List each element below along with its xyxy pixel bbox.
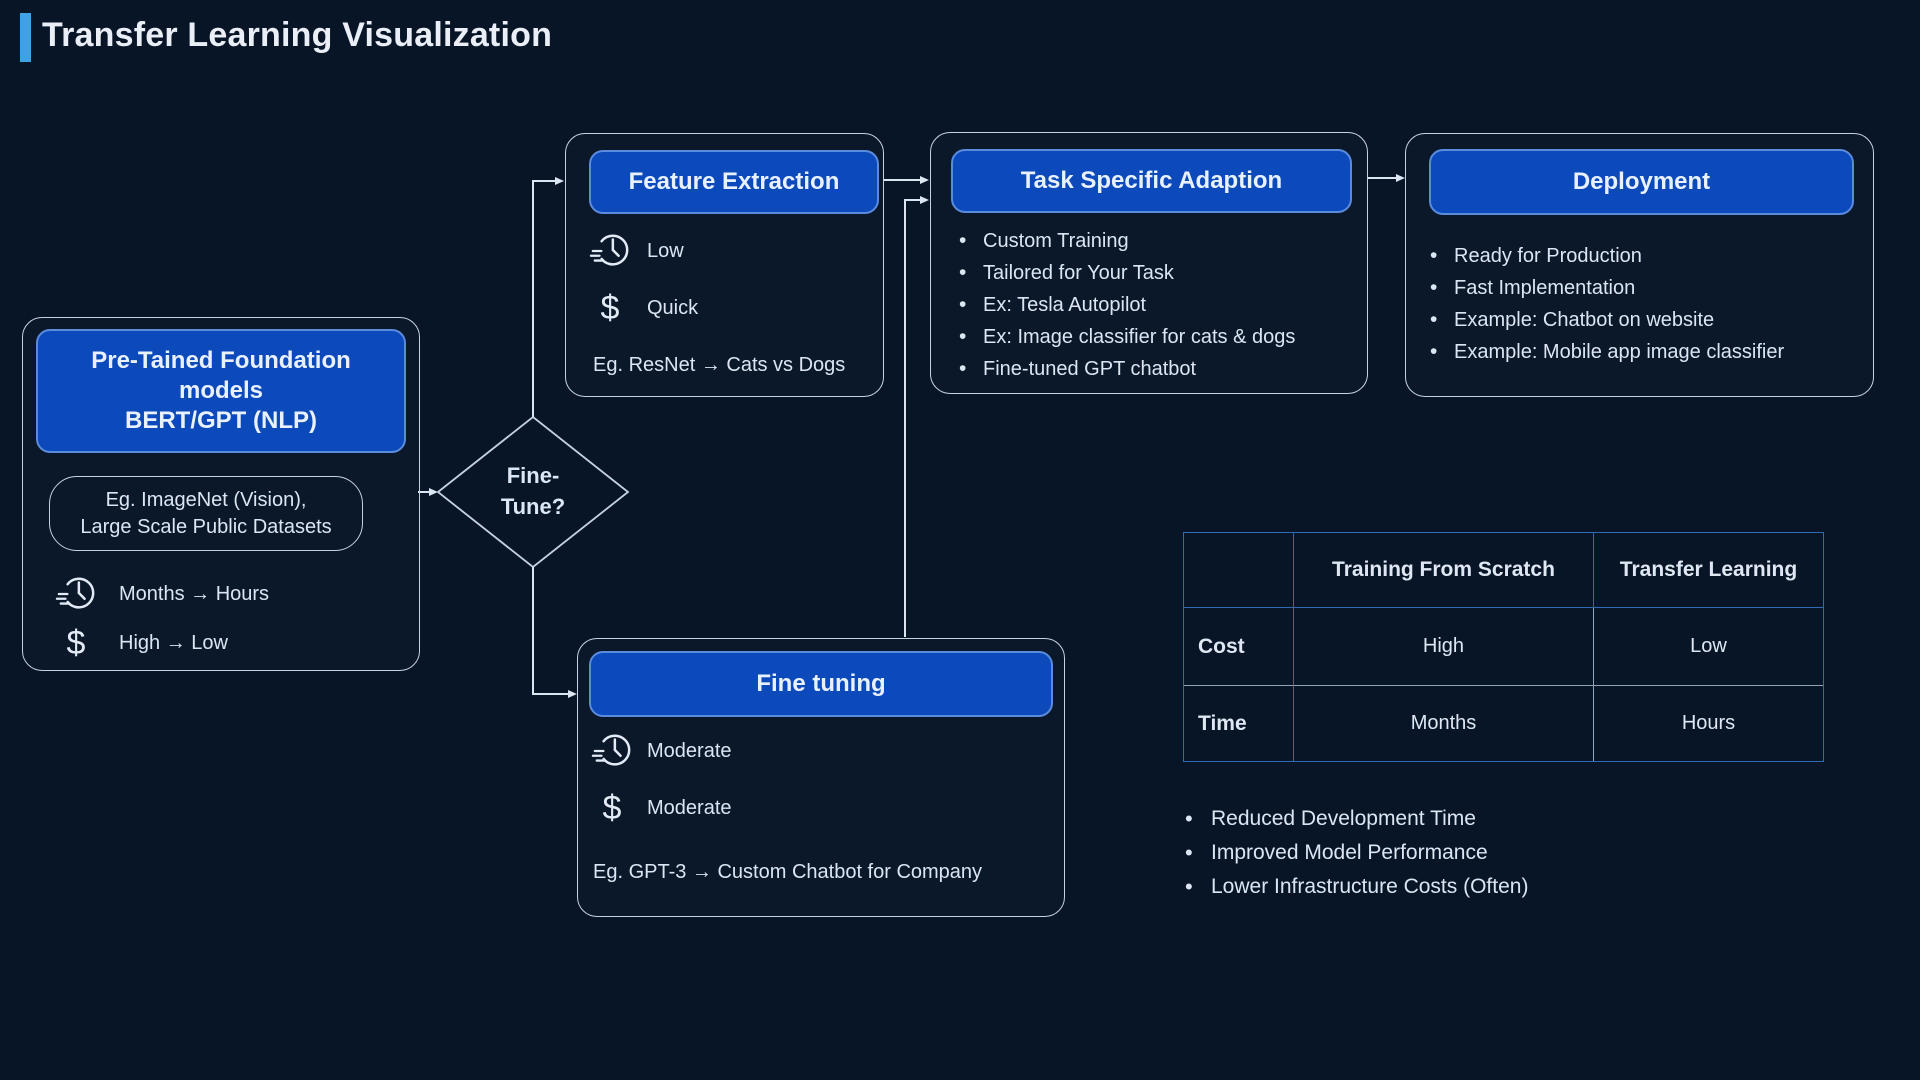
feature-extraction-cost-value: Quick — [647, 296, 699, 319]
feature-extraction-title: Feature Extraction — [628, 168, 840, 195]
list-item: Ex: Image classifier for cats & dogs — [959, 321, 1295, 353]
pretrained-node: Pre-Tained Foundation models BERT/GPT (N… — [22, 317, 420, 671]
deployment-header: Deployment — [1429, 149, 1854, 215]
pretrained-time-row: Months → Hours — [55, 572, 269, 616]
pretrained-time-value: Months → Hours — [119, 582, 270, 605]
pretrained-subtitle: BERT/GPT (NLP) — [125, 407, 317, 434]
clock-icon — [591, 729, 633, 773]
feature-extraction-node: Feature Extraction Low $ Quick Eg. ResNe… — [565, 133, 884, 397]
list-item: Example: Mobile app image classifier — [1430, 336, 1784, 368]
connector-fine-tuning-to-task-adaption — [904, 196, 929, 637]
benefit-item: Lower Infrastructure Costs (Often) — [1185, 870, 1528, 904]
fine-tuning-cost-row: $ Moderate — [591, 786, 732, 830]
benefits-list: Reduced Development Time Improved Model … — [1185, 802, 1528, 904]
benefit-item: Reduced Development Time — [1185, 802, 1528, 836]
fine-tuning-time-value: Moderate — [647, 739, 732, 762]
pretrained-title: Pre-Tained Foundation models — [91, 347, 351, 404]
list-item: Fast Implementation — [1430, 272, 1784, 304]
clock-icon — [589, 229, 631, 273]
comparison-table: Training From Scratch Transfer Learning … — [1183, 532, 1824, 762]
task-adaption-header: Task Specific Adaption — [951, 149, 1352, 213]
connector-decision-to-feature-extraction — [532, 177, 564, 417]
connector-decision-to-fine-tuning — [532, 567, 577, 698]
feature-extraction-example: Eg. ResNet → Cats vs Dogs — [593, 354, 846, 376]
list-item: Tailored for Your Task — [959, 257, 1295, 289]
deployment-node: Deployment Ready for Production Fast Imp… — [1405, 133, 1874, 397]
dollar-icon: $ — [600, 288, 620, 327]
table-header-cell — [1184, 533, 1294, 608]
list-item: Custom Training — [959, 225, 1295, 257]
benefit-item: Improved Model Performance — [1185, 836, 1528, 870]
table-header-cell: Transfer Learning — [1594, 533, 1823, 608]
title-accent-bar — [20, 13, 31, 62]
table-cell: Hours — [1681, 712, 1736, 734]
task-adaption-title: Task Specific Adaption — [1020, 167, 1283, 194]
table-cell: Low — [1594, 608, 1823, 686]
deployment-title: Deployment — [1572, 168, 1711, 195]
fine-tuning-node: Fine tuning Moderate $ Moderate Eg. GPT-… — [577, 638, 1065, 917]
fine-tuning-title: Fine tuning — [756, 670, 886, 697]
fine-tuning-time-row: Moderate — [591, 729, 732, 773]
list-item: Example: Chatbot on website — [1430, 304, 1784, 336]
table-cell: High — [1294, 608, 1594, 686]
pretrained-example-line1: Eg. ImageNet (Vision), — [105, 488, 307, 511]
feature-extraction-header: Feature Extraction — [589, 150, 879, 214]
table-cell: Months — [1294, 686, 1594, 761]
table-row-label: Cost — [1184, 608, 1294, 686]
decision-label: Fine-Tune? — [500, 463, 566, 519]
list-item: Ex: Tesla Autopilot — [959, 289, 1295, 321]
pretrained-header: Pre-Tained Foundation models BERT/GPT (N… — [36, 329, 406, 453]
fine-tuning-header: Fine tuning — [589, 651, 1053, 717]
table-row-label: Time — [1184, 686, 1294, 761]
task-adaption-node: Task Specific Adaption Custom Training T… — [930, 132, 1368, 394]
pretrained-cost-value: High → Low — [119, 631, 228, 654]
fine-tuning-cost-value: Moderate — [647, 796, 732, 819]
fine-tuning-example: Eg. GPT-3 → Custom Chatbot for Company — [593, 861, 983, 883]
pretrained-cost-row: $ High → Low — [55, 621, 228, 665]
dollar-icon: $ — [66, 623, 86, 662]
feature-extraction-time-row: Low — [589, 229, 684, 273]
feature-extraction-cost-row: $ Quick — [589, 286, 699, 330]
page-title: Transfer Learning Visualization — [42, 16, 553, 54]
list-item: Ready for Production — [1430, 240, 1784, 272]
list-item: Fine-tuned GPT chatbot — [959, 353, 1295, 385]
pretrained-example-pill: Eg. ImageNet (Vision), Large Scale Publi… — [49, 476, 363, 551]
pretrained-example-line2: Large Scale Public Datasets — [80, 515, 332, 538]
deployment-bullets: Ready for Production Fast Implementation… — [1430, 240, 1784, 368]
dollar-icon: $ — [602, 788, 622, 827]
table-header-cell: Training From Scratch — [1294, 533, 1594, 608]
task-adaption-bullets: Custom Training Tailored for Your Task E… — [959, 225, 1295, 385]
clock-icon — [55, 572, 97, 616]
feature-extraction-time-value: Low — [647, 239, 684, 262]
